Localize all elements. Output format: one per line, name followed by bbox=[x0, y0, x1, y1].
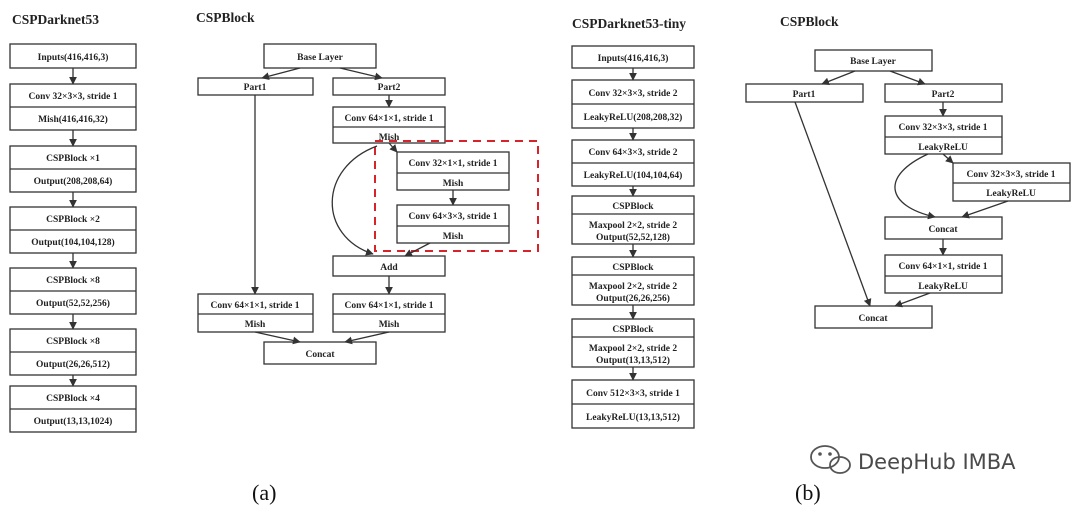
d53-cspblock2-label: CSPBlock ×2 bbox=[46, 215, 100, 225]
a-part2-label: Part2 bbox=[378, 83, 401, 93]
b-leaky3-label: LeakyReLU bbox=[918, 282, 968, 292]
a-conv1-box bbox=[332, 106, 446, 144]
a-right-conv-label: Conv 64×1×1, stride 1 bbox=[345, 301, 434, 311]
a-res-conv1-box bbox=[396, 151, 510, 191]
b-concat1-label: Concat bbox=[928, 225, 958, 235]
a-res-mish1-label: Mish bbox=[443, 179, 464, 189]
b-conv1-box bbox=[884, 115, 1003, 155]
a-res-conv2-box bbox=[396, 204, 510, 244]
tiny-maxpool3-label: Maxpool 2×2, stride 2 bbox=[589, 344, 678, 354]
a-conv1-label: Conv 64×1×1, stride 1 bbox=[345, 114, 434, 124]
tiny-inputs-label: Inputs(416,416,3) bbox=[598, 53, 669, 64]
b-leaky1-label: LeakyReLU bbox=[918, 143, 968, 153]
d53-output1-label: Output(208,208,64) bbox=[34, 176, 113, 187]
residual-unit-highlight bbox=[374, 140, 539, 252]
d53-output4-label: Output(26,26,512) bbox=[36, 359, 110, 370]
d53-conv-label: Conv 32×3×3, stride 1 bbox=[29, 92, 118, 102]
a-left-conv-label: Conv 64×1×1, stride 1 bbox=[211, 301, 300, 311]
d53-inputs-box bbox=[9, 43, 137, 69]
a-res-conv2-label: Conv 64×3×3, stride 1 bbox=[409, 212, 498, 222]
tiny-maxpool2-label: Maxpool 2×2, stride 2 bbox=[589, 282, 678, 292]
a-res-mish2-label: Mish bbox=[443, 232, 464, 242]
b-part1-label: Part1 bbox=[793, 90, 816, 100]
b-part1-box bbox=[745, 83, 864, 103]
b-leaky2-label: LeakyReLU bbox=[986, 189, 1036, 199]
wechat-icon bbox=[810, 445, 851, 474]
d53-cspblock5-label: CSPBlock ×4 bbox=[46, 394, 100, 404]
d53-cspblock1-label: CSPBlock ×1 bbox=[46, 154, 100, 164]
caption-b: (b) bbox=[795, 480, 821, 505]
d53-output5-label: Output(13,13,1024) bbox=[34, 416, 113, 427]
d53-mish-label: Mish(416,416,32) bbox=[38, 114, 108, 125]
a-right-conv-box bbox=[332, 293, 446, 333]
tiny-cspblock3-label: CSPBlock bbox=[612, 325, 654, 335]
tiny-leaky1-label: LeakyReLU(208,208,32) bbox=[584, 112, 683, 123]
b-concat2-box bbox=[814, 305, 933, 329]
a-right-mish-label: Mish bbox=[379, 320, 400, 330]
cspdarknet53-tiny-stack: Inputs(416,416,3) Conv 32×3×3, stride 2 … bbox=[571, 45, 695, 429]
b-part2-label: Part2 bbox=[932, 90, 955, 100]
title-cspblock-b: CSPBlock bbox=[780, 14, 839, 29]
d53-output2-label: Output(104,104,128) bbox=[31, 237, 114, 248]
d53-output3-label: Output(52,52,256) bbox=[36, 298, 110, 309]
a-concat-label: Concat bbox=[305, 350, 335, 360]
b-conv2-label: Conv 32×3×3, stride 1 bbox=[967, 170, 1056, 180]
title-cspblock-a: CSPBlock bbox=[196, 10, 255, 25]
b-concat2-label: Concat bbox=[858, 314, 888, 324]
a-part1-label: Part1 bbox=[244, 83, 267, 93]
a-mish1-label: Mish bbox=[379, 133, 400, 143]
a-add-label: Add bbox=[380, 263, 398, 273]
d53-inputs-label: Inputs(416,416,3) bbox=[38, 52, 109, 63]
tiny-maxpool1-label: Maxpool 2×2, stride 2 bbox=[589, 221, 678, 231]
tiny-conv3-label: Conv 512×3×3, stride 1 bbox=[586, 389, 680, 399]
tiny-cspblock1-label: CSPBlock bbox=[612, 202, 654, 212]
cspblock-b: Base Layer Part1 Part2 Conv 32×3×3, stri… bbox=[745, 49, 1071, 329]
a-concat-box bbox=[263, 341, 377, 365]
b-conv3-label: Conv 64×1×1, stride 1 bbox=[899, 262, 988, 272]
b-base-layer-box bbox=[814, 49, 933, 72]
watermark-text: DeepHub IMBA bbox=[858, 450, 1016, 474]
d53-cspblock3-label: CSPBlock ×8 bbox=[46, 276, 100, 286]
tiny-conv1-label: Conv 32×3×3, stride 2 bbox=[589, 89, 678, 99]
tiny-leaky2-label: LeakyReLU(104,104,64) bbox=[584, 170, 683, 181]
b-conv1-label: Conv 32×3×3, stride 1 bbox=[899, 123, 988, 133]
a-res-conv1-label: Conv 32×1×1, stride 1 bbox=[409, 159, 498, 169]
b-base-layer-label: Base Layer bbox=[850, 57, 896, 67]
tiny-leaky3-label: LeakyReLU(13,13,512) bbox=[586, 412, 680, 423]
cspdarknet53-stack: Inputs(416,416,3) Conv 32×3×3, stride 1 … bbox=[9, 43, 137, 433]
cspblock-a: Base Layer Part1 Part2 Conv 64×1×1, stri… bbox=[197, 43, 539, 365]
b-conv2-box bbox=[952, 162, 1071, 202]
tiny-output1-label: Output(52,52,128) bbox=[596, 232, 670, 243]
tiny-output3-label: Output(13,13,512) bbox=[596, 355, 670, 366]
watermark: DeepHub IMBA bbox=[810, 445, 1016, 474]
tiny-cspblock2-label: CSPBlock bbox=[612, 263, 654, 273]
d53-cspblock4-label: CSPBlock ×8 bbox=[46, 337, 100, 347]
a-base-layer-box bbox=[263, 43, 377, 69]
title-cspdarknet53-tiny: CSPDarknet53-tiny bbox=[572, 16, 686, 31]
a-left-mish-label: Mish bbox=[245, 320, 266, 330]
tiny-output2-label: Output(26,26,256) bbox=[596, 293, 670, 304]
tiny-conv2-label: Conv 64×3×3, stride 2 bbox=[589, 148, 678, 158]
caption-a: (a) bbox=[252, 480, 276, 505]
title-cspdarknet53: CSPDarknet53 bbox=[12, 12, 99, 27]
a-base-layer-label: Base Layer bbox=[297, 53, 343, 63]
